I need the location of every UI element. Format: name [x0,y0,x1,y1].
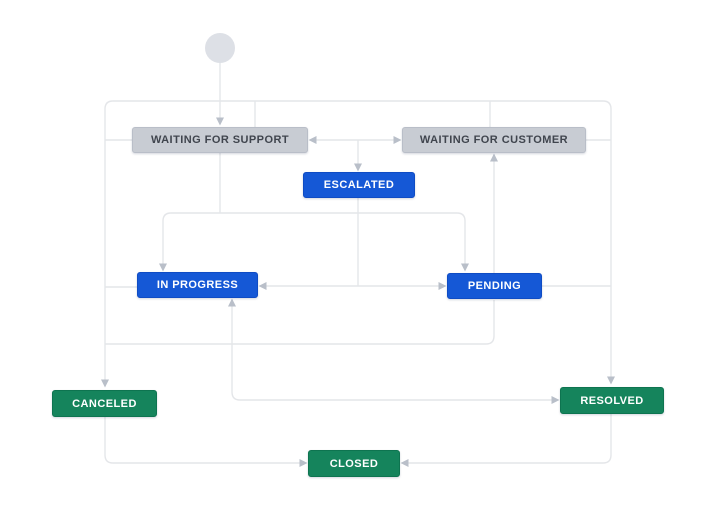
status-waiting-for-customer[interactable]: WAITING FOR CUSTOMER [402,127,586,153]
edge-canceled-closed [104,417,308,467]
edge-right-bus-resolved [602,100,615,385]
status-resolved[interactable]: RESOLVED [560,387,664,414]
status-waiting-for-support[interactable]: WAITING FOR SUPPORT [132,127,308,153]
edge-pending-bottom-bus [105,300,495,345]
edge-resolved-closed [400,414,612,467]
status-closed[interactable]: CLOSED [308,450,400,477]
status-canceled[interactable]: CANCELED [52,390,157,417]
start-node [205,33,235,63]
edge-left-bus-canceled [101,100,114,388]
status-escalated[interactable]: ESCALATED [303,172,415,198]
edge-inprogress-resolved [228,298,560,404]
status-in-progress[interactable]: IN PROGRESS [137,272,258,298]
edge-fork-inprogress-pending [159,212,469,272]
status-pending[interactable]: PENDING [447,273,542,299]
